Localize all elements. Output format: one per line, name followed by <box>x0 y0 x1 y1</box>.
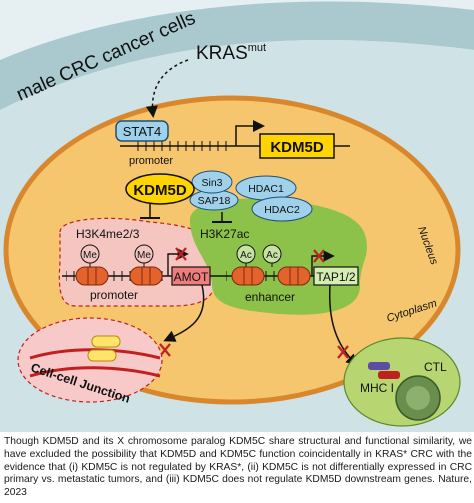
mhc-molecule <box>368 362 390 370</box>
sin3-label: Sin3 <box>201 177 222 189</box>
chromatin-dna-left <box>66 271 166 281</box>
stat4-label: STAT4 <box>123 124 162 139</box>
top-dna-strand <box>132 141 232 151</box>
ac-label-2: Ac <box>266 250 278 261</box>
sap18-label: SAP18 <box>198 195 231 207</box>
kdm5d-gene-box <box>259 133 335 159</box>
kras-label: KRASmut <box>196 42 266 64</box>
nucleosome-2 <box>129 266 163 286</box>
kdm5d-protein-label: KDM5D <box>133 182 187 199</box>
hdac2-protein <box>251 196 313 222</box>
mhc-molecule-2 <box>378 371 400 379</box>
mhc-label: MHC I <box>360 381 394 395</box>
amot-to-junction-arrow <box>163 284 205 342</box>
tap-to-mhc-arrow <box>328 284 359 367</box>
ctl-label: CTL <box>424 360 447 374</box>
ac-mark-2 <box>262 244 282 264</box>
kras-to-stat4-arrow <box>145 59 189 118</box>
ac-label-1: Ac <box>240 250 252 261</box>
tap-tss-arrow <box>311 250 335 276</box>
amot-box <box>171 266 211 286</box>
me-mark-2 <box>134 244 154 264</box>
tap-x <box>313 249 325 263</box>
junction-membrane-2 <box>29 366 161 378</box>
chromatin-dna-right <box>226 271 310 281</box>
promoter-top-label: promoter <box>129 155 173 167</box>
mhc-x <box>337 345 349 359</box>
figure-caption: Though KDM5D and its X chromosome paralo… <box>4 436 472 499</box>
cell-membrane <box>0 1 474 110</box>
me-label-1: Me <box>83 250 97 261</box>
kdm5d-pathway-diagram: male CRC cancer cells Nucleus KRASmut ST… <box>0 0 474 432</box>
me-mark-1 <box>80 244 100 264</box>
sin3-protein <box>191 170 233 194</box>
hdac2-label: HDAC2 <box>264 204 300 216</box>
top-tss-arrow <box>235 120 265 146</box>
stat4-box <box>115 120 169 142</box>
junction-protein-1 <box>91 335 121 348</box>
nucleosome-3 <box>231 266 265 286</box>
ctl-nucleus <box>406 386 430 410</box>
ac-mark-1 <box>236 244 256 264</box>
kdm5d-protein <box>125 173 195 205</box>
me-label-2: Me <box>137 250 151 261</box>
kras-text: KRAS <box>196 43 248 64</box>
hdac1-label: HDAC1 <box>248 183 284 195</box>
promoter-bottom-label: promoter <box>90 288 138 302</box>
amot-label: AMOT <box>174 270 209 284</box>
junction-protein-2 <box>87 349 117 362</box>
h3k27-label: H3K27ac <box>200 227 249 241</box>
kras-superscript: mut <box>248 42 266 54</box>
h3k4-label: H3K4me2/3 <box>76 227 140 241</box>
enhancer-label: enhancer <box>245 290 295 304</box>
tap-box <box>313 266 359 286</box>
amot-x-1 <box>175 247 187 261</box>
nucleosome-4 <box>277 266 311 286</box>
kdm5d-gene-label: KDM5D <box>270 139 324 156</box>
tap-label: TAP1/2 <box>316 270 355 284</box>
nucleosome-1 <box>75 266 109 286</box>
